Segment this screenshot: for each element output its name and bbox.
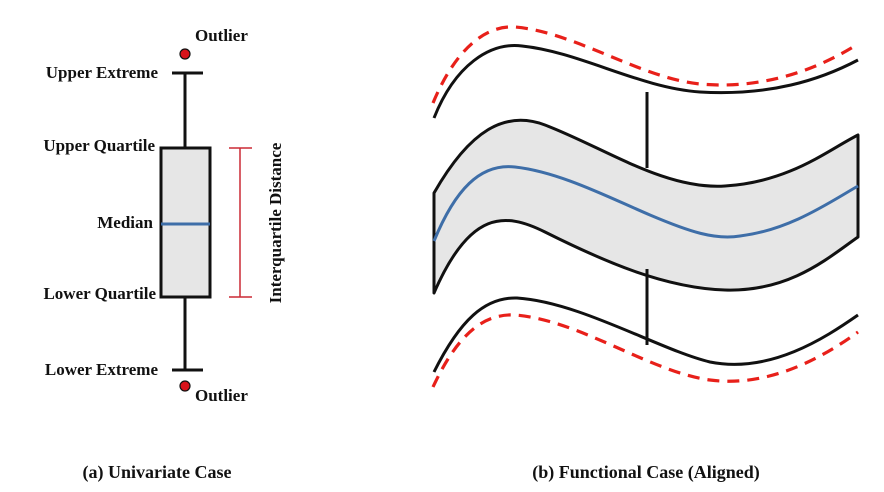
caption-functional: (b) Functional Case (Aligned) — [532, 462, 760, 483]
lower-extreme-label: Lower Extreme — [45, 360, 159, 379]
outlier-dot-top — [179, 48, 191, 60]
caption-univariate: (a) Univariate Case — [83, 462, 232, 483]
median-label: Median — [97, 213, 153, 232]
upper-extreme-label: Upper Extreme — [46, 63, 159, 82]
upper-envelope-curve — [432, 44, 859, 119]
central-band — [432, 118, 860, 295]
upper-quartile-label: Upper Quartile — [43, 136, 155, 155]
functional-boxplot: (b) Functional Case (Aligned) — [431, 25, 860, 483]
outlier-label-bottom: Outlier — [195, 386, 248, 405]
univariate-boxplot: Outlier Upper Extreme Upper Quartile Med… — [43, 26, 285, 483]
upper-outlier-curve — [431, 25, 859, 104]
lower-quartile-label: Lower Quartile — [43, 284, 156, 303]
median-curve — [432, 165, 859, 242]
lower-outlier-curve — [431, 313, 859, 388]
outlier-dot-bottom — [179, 380, 191, 392]
interquartile-distance-label: Interquartile Distance — [266, 142, 285, 303]
outlier-label-top: Outlier — [195, 26, 248, 45]
lower-envelope-curve — [432, 296, 859, 373]
